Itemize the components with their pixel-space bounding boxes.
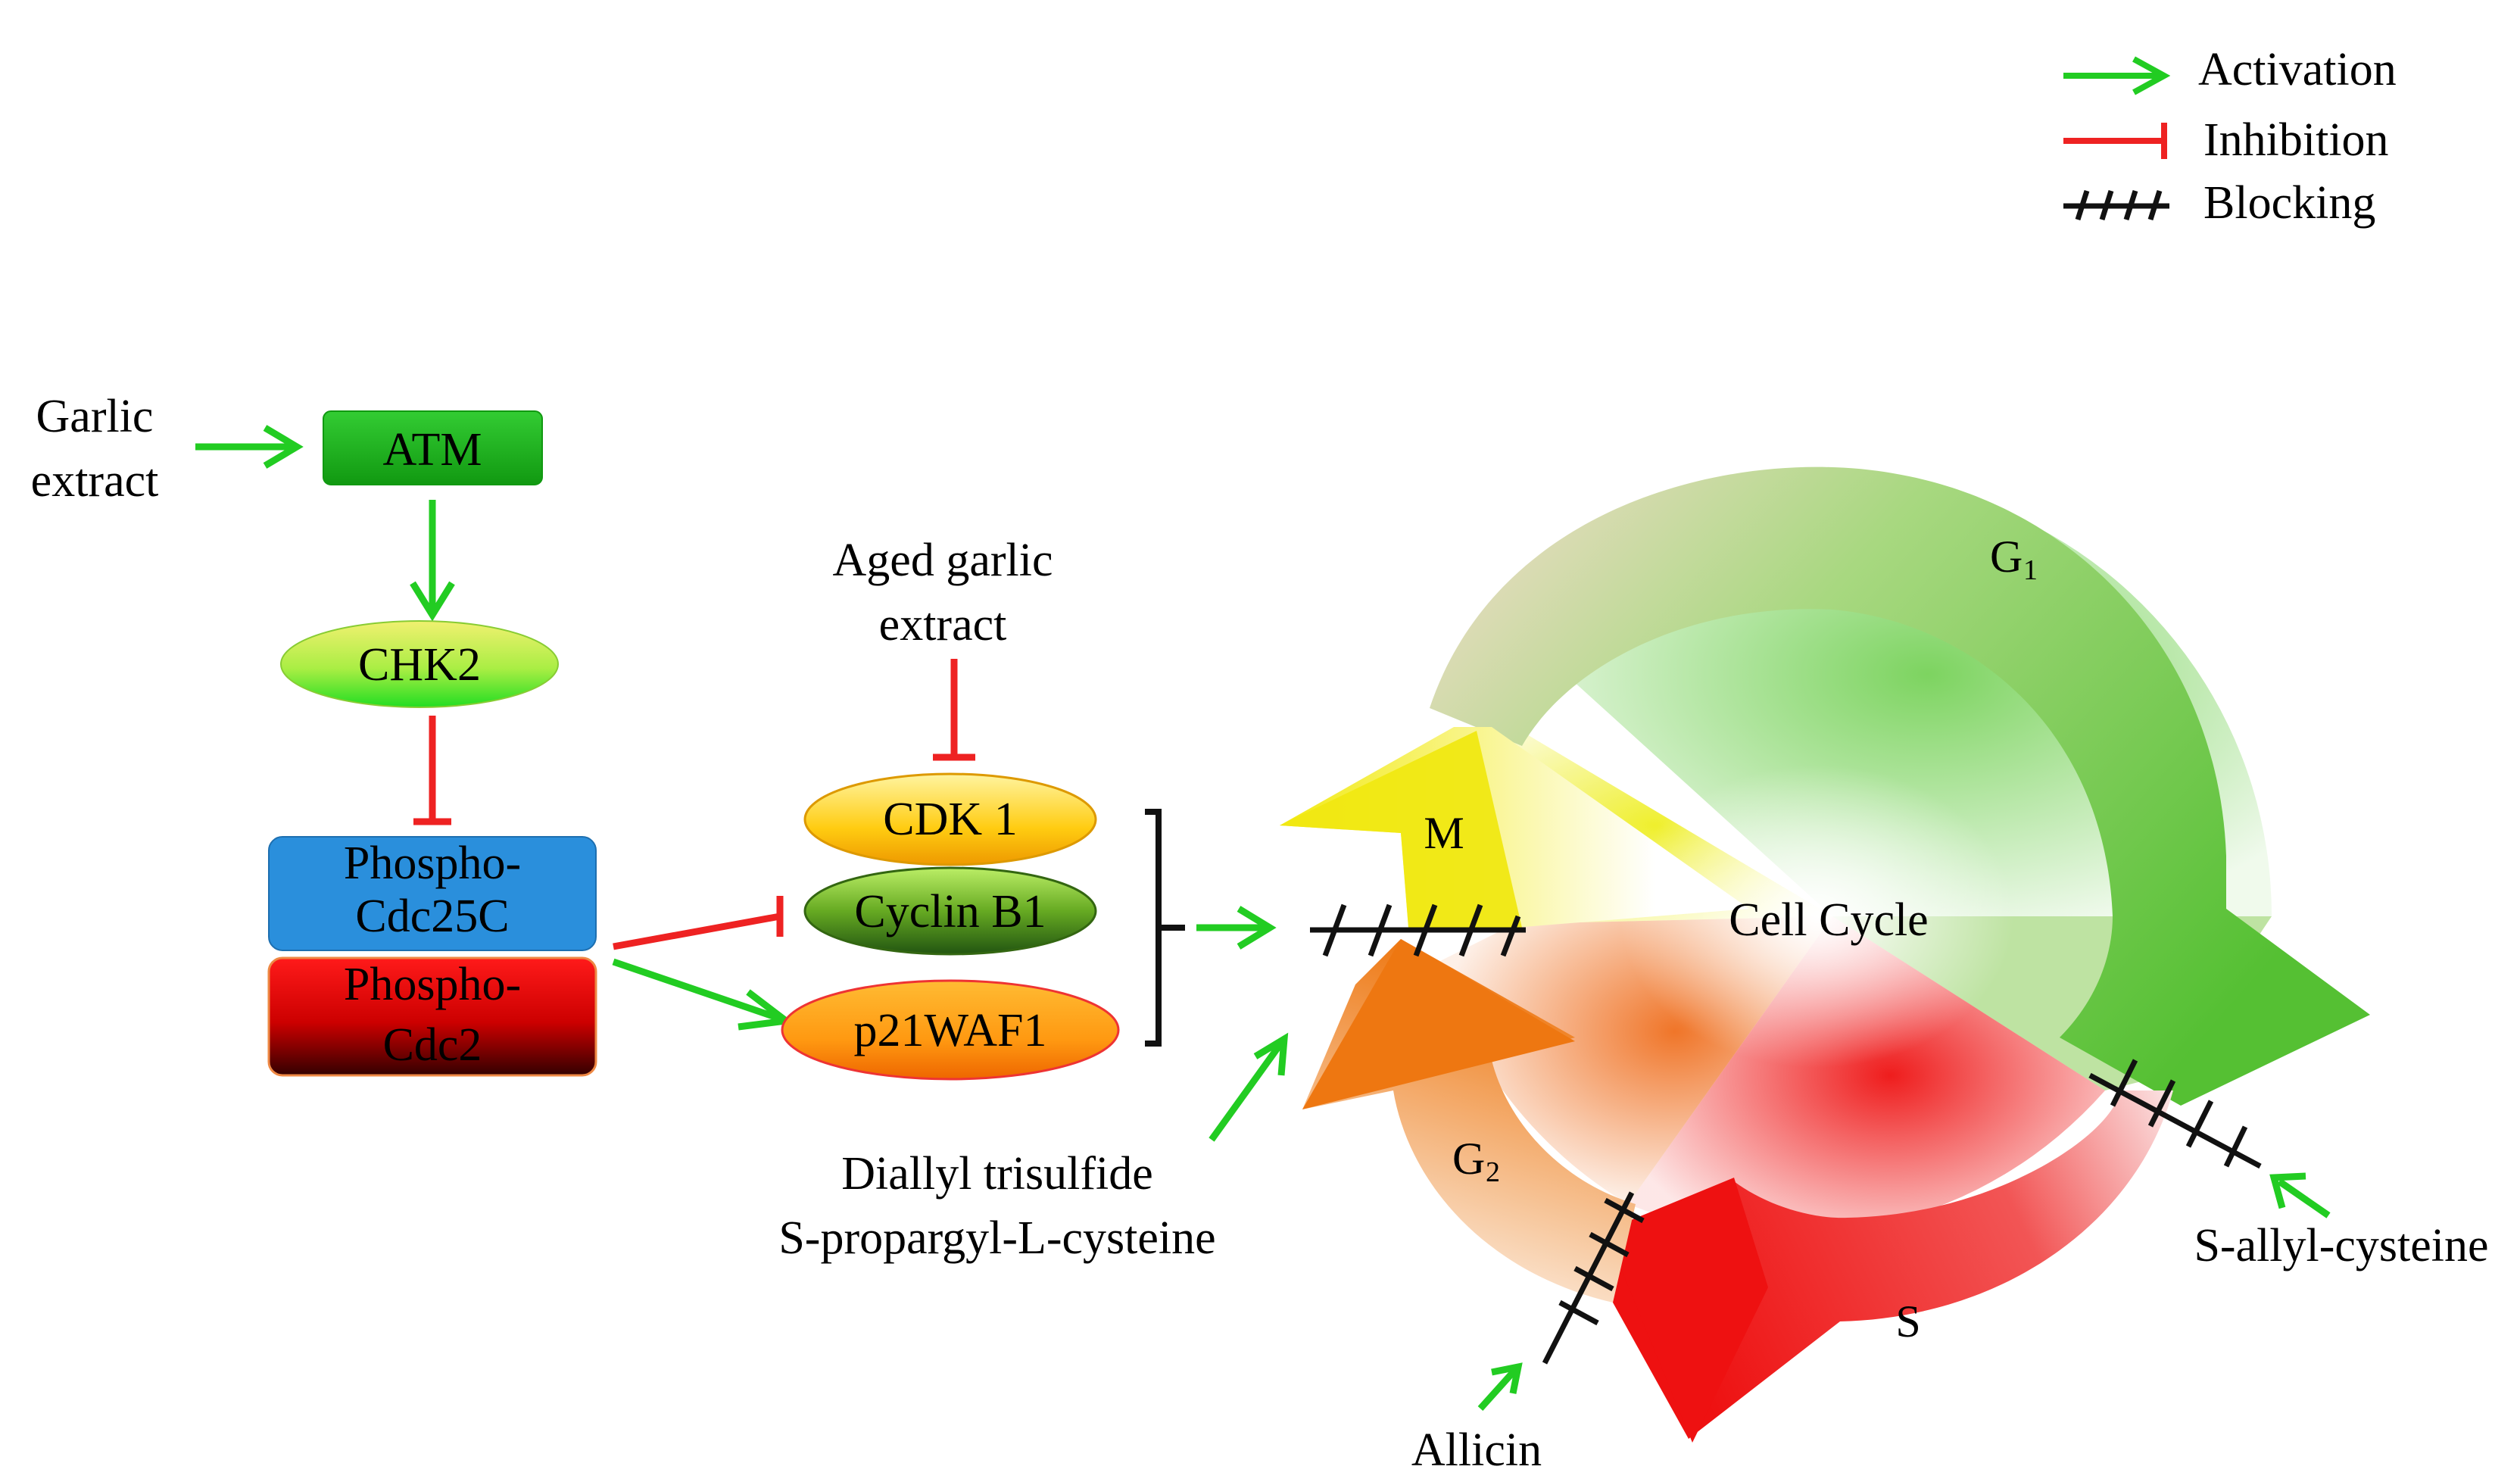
arrow-allicin-to-cycle: [1477, 1362, 1523, 1412]
s-phase-label: S: [1895, 1296, 1920, 1346]
arrow-complex-to-m-phase: [1196, 906, 1277, 950]
g1-phase-label: G 1: [1990, 532, 2038, 586]
g2-letter: G: [1452, 1134, 1485, 1184]
cdk1-node: CDK 1: [803, 772, 1097, 866]
allicin-label: Allicin: [1411, 1424, 1542, 1476]
p21-node: p21WAF1: [781, 979, 1120, 1081]
phospho-cdc2-node: Phospho- Cdc2: [267, 956, 597, 1077]
arrow-cdc2-to-p21: [612, 958, 795, 1031]
dts-label-line2: S-propargyl-L-cysteine: [778, 1212, 1215, 1264]
chk2-node: CHK2: [280, 620, 559, 708]
legend-blocking-icon: [2063, 189, 2169, 221]
g2-subscript: 2: [1486, 1156, 1500, 1188]
s-arc-arrow: [1605, 1090, 2173, 1439]
g2-arrow-head: [1302, 939, 1575, 1109]
s-arrow-head: [1605, 1178, 1768, 1443]
garlic-extract-label-line1: Garlic: [36, 391, 154, 442]
inhibit-cdc25c-to-cyclinb1: [613, 896, 784, 950]
aged-garlic-label-line2: extract: [879, 599, 1007, 651]
arrow-garlic-to-atm: [195, 425, 304, 469]
m-phase-label: M: [1424, 808, 1464, 858]
cdc2-label-line2: Cdc2: [383, 1019, 482, 1071]
legend-blocking-label: Blocking: [2203, 177, 2375, 229]
g2-phase-label: G 2: [1452, 1134, 1500, 1188]
atm-node: ATM: [323, 410, 543, 485]
complex-bracket: [1145, 809, 1185, 1047]
legend-inhibition-icon: [2063, 123, 2167, 159]
dts-label-line1: Diallyl trisulfide: [841, 1148, 1153, 1200]
p21-label: p21WAF1: [854, 1005, 1047, 1056]
legend-activation-icon: [2063, 56, 2171, 95]
phospho-cdc25c-node: Phospho- Cdc25C: [268, 836, 597, 951]
arrow-dts-to-cycle: [1209, 1032, 1289, 1142]
g1-subscript: 1: [2023, 554, 2038, 586]
inhibit-chk2-to-cdc25c: [413, 716, 451, 825]
inhibit-aged-garlic-to-cdk1: [933, 659, 975, 761]
cdk1-label: CDK 1: [883, 794, 1017, 845]
cdc25c-label-line2: Cdc25C: [355, 891, 509, 942]
g1-letter: G: [1990, 532, 2023, 582]
g1-arc-arrow: [1430, 466, 2370, 1106]
cdc25c-label-line1: Phospho-: [344, 838, 521, 889]
chk2-label: CHK2: [358, 639, 481, 691]
aged-garlic-label-line1: Aged garlic: [833, 535, 1053, 586]
legend-inhibition-label: Inhibition: [2203, 114, 2389, 166]
arrow-atm-to-chk2: [410, 500, 455, 622]
cell-cycle-label: Cell Cycle: [1729, 894, 1928, 946]
cdc2-label-line1: Phospho-: [344, 959, 521, 1010]
garlic-extract-label-line2: extract: [31, 455, 159, 507]
blocking-mark-g1-s: [2088, 1059, 2262, 1169]
blocking-mark-m-phase: [1310, 903, 1526, 957]
cyclinb1-label: Cyclin B1: [854, 886, 1046, 938]
sac-label: S-allyl-cysteine: [2194, 1220, 2488, 1271]
cyclinb1-node: Cyclin B1: [803, 866, 1097, 956]
atm-label: ATM: [383, 424, 482, 476]
blocking-mark-g2-s: [1542, 1191, 1645, 1365]
legend-activation-label: Activation: [2198, 44, 2397, 95]
legend: Activation Inhibition Blocking: [2063, 44, 2397, 229]
cell-cycle: Cell Cycle G 1 S G 2 M: [1280, 466, 2370, 1443]
s-interior-wedge: [1628, 916, 2105, 1235]
arrow-sac-to-cycle: [2269, 1172, 2331, 1218]
center-glow: [1620, 765, 2014, 1068]
m-arrow-head: [1280, 731, 1522, 928]
